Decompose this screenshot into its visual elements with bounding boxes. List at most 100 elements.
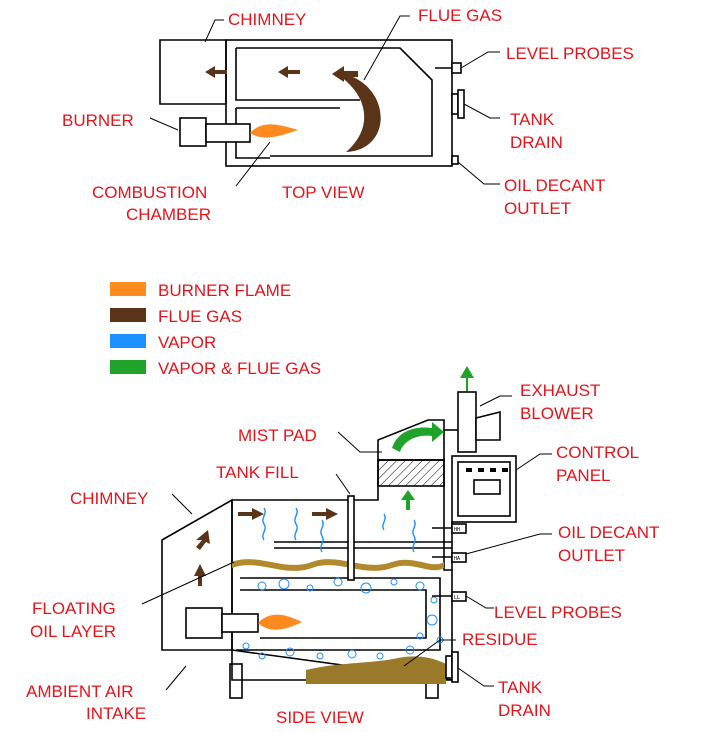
top-tank-outer: [225, 39, 453, 167]
label-top-chamber: CHAMBER: [126, 205, 211, 224]
leader-residue: [403, 639, 456, 667]
probe-tag-ha: HA: [454, 556, 460, 562]
side-leg-left: [229, 663, 243, 699]
leader-floating-oil: [141, 561, 235, 605]
top-view: CHIMNEY FLUE GAS LEVEL PROBES BURNER TAN…: [62, 6, 634, 224]
leader-top-combustion: [235, 141, 271, 187]
side-fire-tube-inner: [240, 589, 427, 639]
legend-swatch-burner-flame: [110, 282, 146, 296]
label-side-tank: TANK: [498, 678, 543, 697]
side-burner-nozzle: [221, 613, 259, 633]
panel-indicator-3: [490, 468, 496, 472]
side-exhaust-blower: [475, 410, 501, 441]
leader-top-flue-gas: [363, 15, 410, 81]
side-vapor-wisps: [262, 507, 416, 553]
label-side-mist-pad: MIST PAD: [238, 426, 317, 445]
label-side-blower: BLOWER: [520, 404, 594, 423]
side-fire-tube: [236, 577, 441, 651]
side-exhaust-stack: [457, 391, 477, 453]
side-flue-arrow-chimney-low: [194, 564, 206, 586]
panel-indicator-4: [502, 468, 508, 472]
leader-top-chimney: [204, 19, 224, 43]
top-flue-baffle: [236, 47, 433, 157]
leader-tank-fill: [335, 473, 351, 495]
side-tank-outer: [231, 459, 453, 681]
side-vapor-arrow-curve: [392, 422, 444, 452]
side-vapor-arrow-up: [401, 490, 415, 510]
side-flue-arrow-top-2: [312, 508, 338, 520]
legend: BURNER FLAME FLUE GAS VAPOR VAPOR & FLUE…: [110, 281, 321, 378]
label-side-tank-fill: TANK FILL: [216, 463, 299, 482]
side-view: HH HA LL EXHAUST BLOWER MIST PAD CONTROL…: [26, 366, 659, 727]
label-top-tank: TANK: [510, 110, 555, 129]
label-side-ambient-air: AMBIENT AIR: [26, 682, 133, 701]
label-side-exhaust: EXHAUST: [520, 381, 600, 400]
side-exhaust-arrow: [460, 366, 474, 392]
top-burner-body: [179, 117, 207, 147]
side-residue: [306, 656, 446, 684]
panel-indicator-1: [466, 468, 472, 472]
label-side-control: CONTROL: [556, 443, 639, 462]
side-mist-pad: [377, 459, 445, 487]
side-floating-oil: [232, 559, 444, 571]
top-level-probe-head: [451, 62, 462, 74]
label-side-chimney: CHIMNEY: [70, 489, 148, 508]
side-tank-drain: [445, 655, 453, 679]
label-side-oil-layer: OIL LAYER: [30, 622, 116, 641]
label-side-residue: RESIDUE: [462, 630, 538, 649]
label-side-intake: INTAKE: [86, 704, 146, 723]
label-side-oil-decant: OIL DECANT: [558, 523, 659, 542]
label-top-combustion: COMBUSTION: [92, 183, 207, 202]
panel-display: [473, 479, 501, 495]
side-burner-body: [185, 607, 223, 639]
label-side-panel: PANEL: [556, 466, 611, 485]
label-side-drain: DRAIN: [498, 701, 551, 720]
label-top-outlet: OUTLET: [504, 199, 571, 218]
legend-label-flue-gas: FLUE GAS: [158, 307, 242, 326]
top-view-title: TOP VIEW: [282, 183, 365, 202]
label-top-chimney: CHIMNEY: [228, 10, 306, 29]
label-side-floating: FLOATING: [32, 599, 116, 618]
side-tank-drain-flange: [451, 651, 459, 683]
legend-label-vapor-flue-gas: VAPOR & FLUE GAS: [158, 359, 321, 378]
top-oil-decant-outlet: [451, 155, 459, 165]
side-view-title: SIDE VIEW: [276, 708, 364, 727]
panel-indicator-2: [478, 468, 484, 472]
side-flame: [258, 614, 302, 630]
label-top-level-probes: LEVEL PROBES: [506, 44, 634, 63]
label-top-drain: DRAIN: [510, 133, 563, 152]
leader-top-tank-drain: [463, 103, 500, 119]
leader-top-level-probes: [460, 51, 500, 69]
top-burner-nozzle: [205, 123, 251, 143]
leader-exhaust-blower: [479, 395, 512, 407]
top-tank-drain: [451, 93, 459, 115]
top-flue-arrow-2: [278, 66, 300, 78]
legend-swatch-vapor-flue-gas: [110, 360, 146, 374]
leader-chimney: [171, 493, 193, 515]
probe-tag-ll: LL: [454, 595, 460, 601]
leader-top-oil-decant: [457, 161, 500, 185]
leader-tank-drain: [457, 667, 494, 687]
top-flue-arrow-3: [332, 66, 358, 82]
label-side-outlet: OUTLET: [558, 546, 625, 565]
leader-ambient-air: [165, 665, 187, 691]
side-flue-arrow-chimney-high: [196, 530, 210, 550]
label-top-flue-gas: FLUE GAS: [418, 6, 502, 25]
top-flue-inner: [235, 48, 360, 101]
legend-label-burner-flame: BURNER FLAME: [158, 281, 291, 300]
top-flame: [250, 124, 298, 138]
leader-oil-decant: [465, 533, 552, 555]
top-flue-gas-crescent: [334, 72, 381, 152]
top-flue-arrow-1: [205, 66, 227, 78]
legend-label-vapor: VAPOR: [158, 333, 216, 352]
leader-level-probes: [465, 595, 494, 609]
side-flue-arrow-top-1: [238, 508, 264, 520]
label-top-oil-decant: OIL DECANT: [504, 176, 605, 195]
leader-control-panel: [515, 453, 552, 471]
label-side-level-probes: LEVEL PROBES: [494, 603, 622, 622]
probe-tag-hh: HH: [454, 527, 460, 533]
label-top-burner: BURNER: [62, 111, 134, 130]
legend-swatch-vapor: [110, 334, 146, 348]
